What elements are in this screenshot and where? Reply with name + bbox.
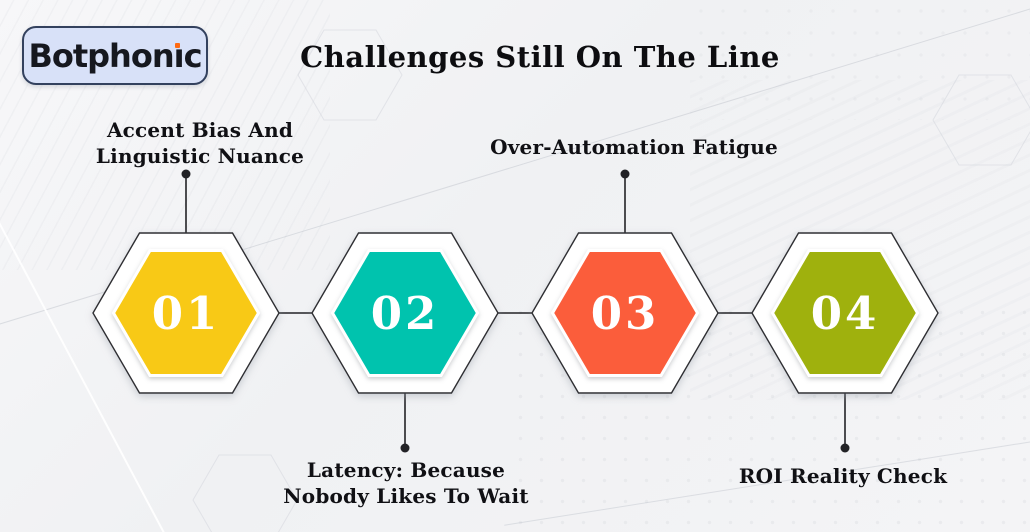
hexagon-fill <box>550 249 700 377</box>
step-label-02: Latency: Because Nobody Likes To Wait <box>283 458 529 508</box>
hexagon-fill <box>111 249 261 377</box>
step-number-01: 01 <box>151 287 221 340</box>
connector-dot <box>620 169 630 179</box>
page-title: Challenges Still On The Line <box>300 40 780 74</box>
step-hexagon-02 <box>311 232 499 394</box>
step-label-01: Accent Bias And Linguistic Nuance <box>95 118 305 168</box>
step-number-03: 03 <box>590 287 660 340</box>
connector-dot <box>840 443 850 453</box>
step-number-02: 02 <box>370 287 440 340</box>
step-label-04: ROI Reality Check <box>738 464 948 488</box>
hexagon-fill <box>330 249 480 377</box>
step-hexagon-03 <box>531 232 719 394</box>
step-label-03: Over-Automation Fatigue <box>490 135 778 159</box>
step-hexagon-01 <box>92 232 280 394</box>
background-hexagon-outlines <box>192 29 1030 532</box>
hexagon-fill <box>770 249 920 377</box>
step-number-04: 04 <box>810 287 880 340</box>
step-hexagon-04 <box>751 232 939 394</box>
connector-dot <box>181 169 191 179</box>
connector-stems <box>181 169 850 453</box>
connector-dot <box>400 443 410 453</box>
